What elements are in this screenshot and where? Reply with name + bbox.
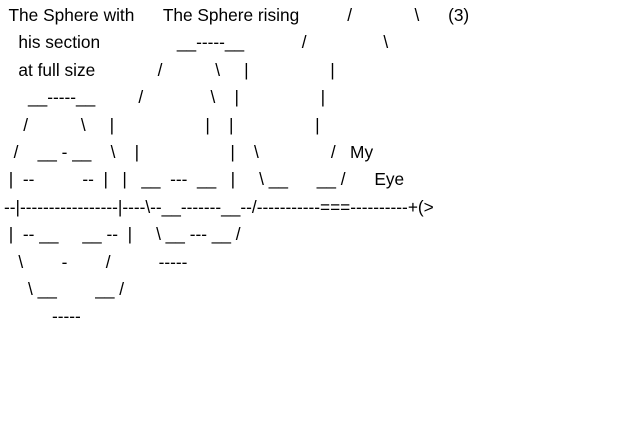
diagram-line-12: ----- (4, 306, 81, 327)
diagram-line-2: his section __-----__ / \ (4, 32, 389, 53)
diagram-line-4: __-----__ / \ | | (4, 87, 326, 108)
diagram-line-1: The Sphere with The Sphere rising / \ (3… (4, 5, 470, 25)
diagram-line-9: | -- __ __ -- | \ __ --- __ / (4, 224, 241, 245)
diagram-line-5: / \ | | | | (4, 114, 320, 135)
diagram-line-6: / __ - __ \ | | \ / My (4, 141, 374, 162)
ascii-sphere-diagram: The Sphere with The Sphere rising / \ (3… (4, 2, 637, 439)
diagram-line-3: at full size / \ | | (4, 59, 335, 80)
diagram-line-7: | -- -- | | __ --- __ | \ __ __ / Eye (4, 169, 405, 190)
diagram-line-10: \ - / ----- (4, 251, 188, 272)
diagram-line-11: \ __ __ / (4, 278, 125, 299)
diagram-line-8: --|-----------------|----\--__-------__-… (4, 196, 434, 217)
